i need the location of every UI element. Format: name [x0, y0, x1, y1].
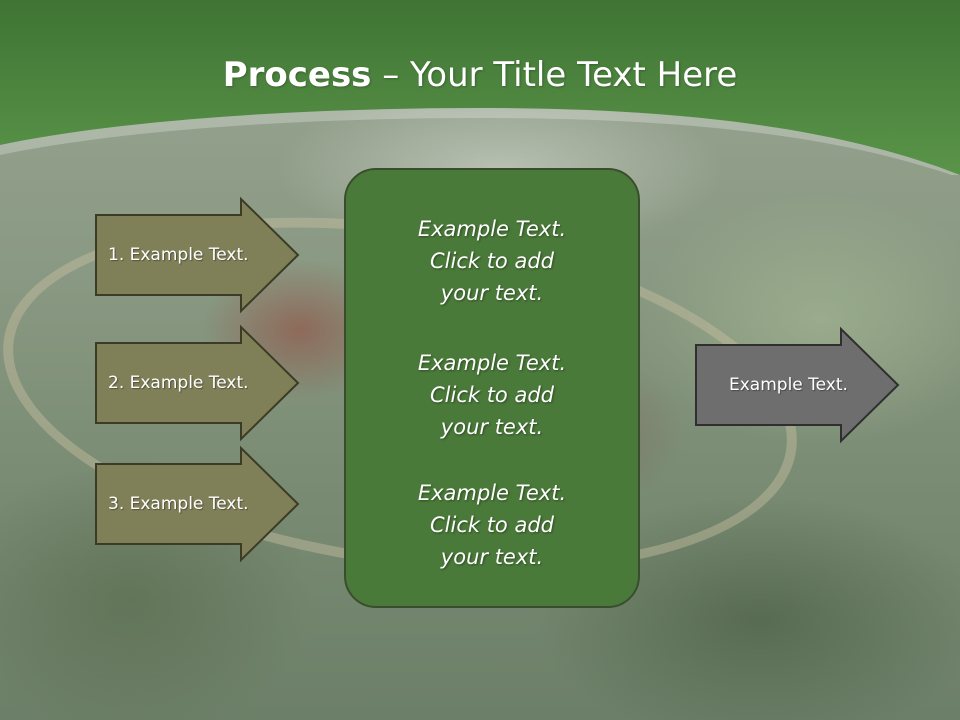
slide-title: Process – Your Title Text Here: [0, 50, 960, 100]
input-arrow-1[interactable]: [95, 196, 300, 314]
process-text-2-line-3: your text.: [440, 415, 544, 439]
process-box[interactable]: [344, 168, 640, 608]
input-arrow-2[interactable]: [95, 324, 300, 442]
header-banner: [0, 0, 960, 175]
process-text-block-3: Example Text. Click to add your text.: [344, 477, 640, 573]
slide-title-rest: – Your Title Text Here: [371, 55, 738, 95]
input-arrow-2-label: 2. Example Text.: [108, 373, 249, 393]
process-text-1-line-2: Click to add: [429, 249, 554, 273]
process-text-3-line-1: Example Text.: [417, 481, 567, 505]
input-arrow-1-label: 1. Example Text.: [108, 245, 249, 265]
process-text-2-line-1: Example Text.: [417, 351, 567, 375]
process-text-1-line-1: Example Text.: [417, 217, 567, 241]
process-text-block-2: Example Text. Click to add your text.: [344, 347, 640, 443]
process-text-1-line-3: your text.: [440, 281, 544, 305]
output-arrow-label: Example Text.: [729, 375, 848, 395]
output-arrow[interactable]: [695, 326, 900, 444]
process-text-3-line-2: Click to add: [429, 513, 554, 537]
process-text-2-line-2: Click to add: [429, 383, 554, 407]
input-arrow-3-label: 3. Example Text.: [108, 494, 249, 514]
process-text-3-line-3: your text.: [440, 545, 544, 569]
slide-title-bold: Process: [222, 55, 372, 95]
process-text-block-1: Example Text. Click to add your text.: [344, 213, 640, 309]
input-arrow-3[interactable]: [95, 445, 300, 563]
